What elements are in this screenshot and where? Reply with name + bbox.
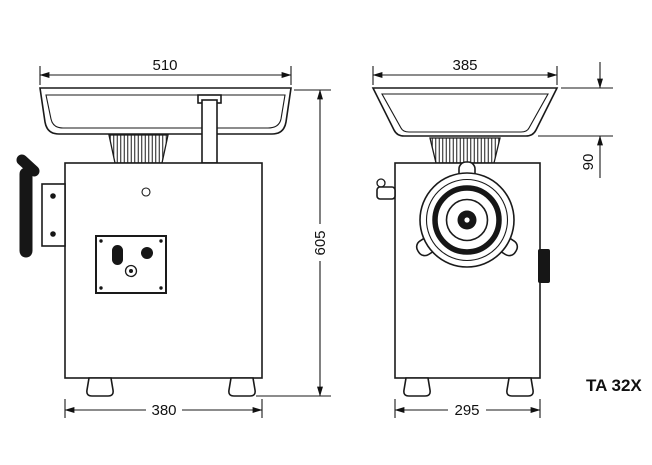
dim-label-295: 295 [454, 402, 479, 419]
side-foot-right [228, 377, 256, 397]
side-throat [108, 134, 169, 164]
front-tray-inner [381, 93, 549, 133]
side-body-hole [141, 187, 151, 197]
side-handle [16, 154, 66, 258]
side-foot-left [86, 377, 114, 397]
dim-front-top-width: 385 [372, 57, 558, 85]
dim-side-base-width: 380 [64, 399, 263, 419]
dim-label-510: 510 [152, 57, 177, 74]
ring-nut-knurl [432, 185, 502, 255]
handle-bracket [41, 183, 66, 247]
toggle-switch [112, 245, 123, 265]
panel-screw [159, 239, 163, 243]
side-tap [376, 178, 396, 200]
handle-knob [16, 154, 40, 177]
handle-pivot [50, 231, 56, 237]
dim-side-top-width: 510 [39, 57, 292, 85]
front-foot-left [403, 377, 431, 397]
model-label: TA 32X [586, 376, 642, 395]
dimensions: 510 380 605 385 [39, 57, 613, 419]
control-panel-plate [95, 235, 167, 294]
panel-screw [99, 239, 103, 243]
auger-center-dot [464, 217, 470, 223]
panel-screw [159, 286, 163, 290]
panel-screw [99, 286, 103, 290]
dim-side-height: 605 [256, 89, 331, 397]
dim-front-tray-height: 90 [538, 62, 613, 178]
stop-button [141, 247, 153, 259]
dim-label-605: 605 [312, 230, 329, 255]
head-ring-3 [445, 198, 489, 242]
front-throat [429, 137, 501, 164]
front-foot-right [506, 377, 534, 397]
start-button-dot [129, 269, 133, 273]
tap-body [376, 186, 396, 200]
dim-label-90: 90 [580, 154, 597, 171]
control-panel [95, 235, 167, 294]
front-tray-outer [371, 87, 559, 137]
grinder-head [419, 172, 515, 268]
side-view [16, 87, 292, 397]
handle-pivot [50, 193, 56, 199]
front-view [371, 87, 559, 397]
side-tray-support-column [201, 99, 218, 164]
dim-label-380: 380 [151, 402, 176, 419]
side-tray-outer [39, 87, 292, 135]
tap-knob [376, 178, 386, 188]
side-switch-tab [538, 249, 550, 283]
head-ring-2 [425, 178, 509, 262]
side-tray-inner [45, 94, 286, 129]
dim-label-385: 385 [452, 57, 477, 74]
dim-front-base-width: 295 [394, 399, 541, 419]
